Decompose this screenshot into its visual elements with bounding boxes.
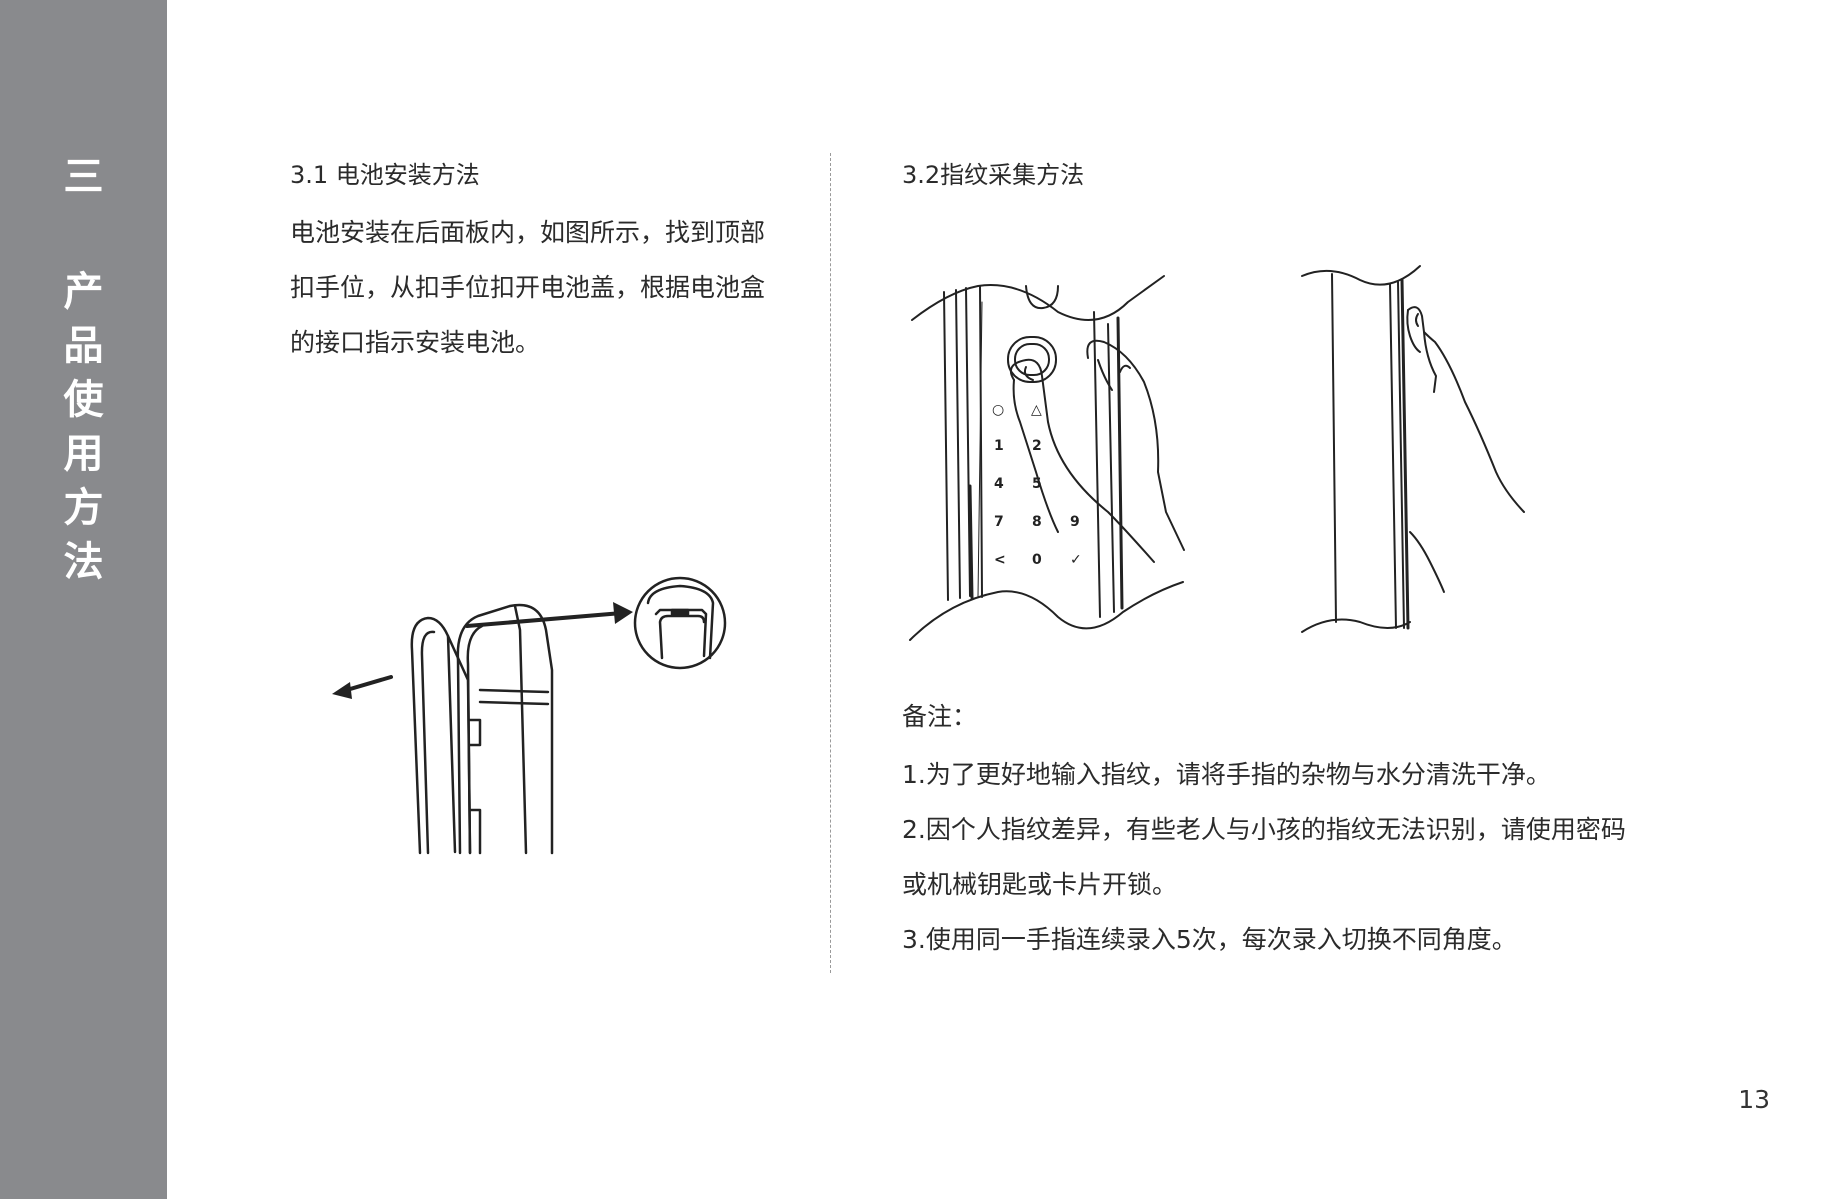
chapter-title-char: 产 xyxy=(63,269,104,315)
fingerprint-front-illustration: ○ △ 1 2 4 5 7 8 9 < 0 ✓ xyxy=(908,272,1198,652)
battery-instruction-line: 扣手位，从扣手位扣开电池盖，根据电池盒 xyxy=(290,273,766,302)
chapter-title-char: 法 xyxy=(63,539,104,585)
page-number: 13 xyxy=(1738,1085,1770,1114)
chapter-title: 产 品 使 用 方 法 xyxy=(0,265,167,589)
chapter-number: 三 xyxy=(63,154,104,200)
note-item: 3.使用同一手指连续录入5次，每次录入切换不同角度。 xyxy=(902,925,1517,954)
note-item: 2.因个人指纹差异，有些老人与小孩的指纹无法识别，请使用密码 xyxy=(902,815,1626,844)
section-heading-fingerprint: 3.2指纹采集方法 xyxy=(902,161,1085,189)
keypad-key: 1 xyxy=(994,438,1004,454)
keypad-key: 0 xyxy=(1032,552,1042,568)
column-divider xyxy=(830,153,831,973)
keypad-lock-icon: ○ xyxy=(992,402,1005,418)
keypad-bell-icon: △ xyxy=(1031,402,1042,418)
section-heading-battery: 3.1 电池安装方法 xyxy=(290,161,480,189)
keypad-key: 7 xyxy=(994,514,1004,530)
keypad-key: < xyxy=(994,552,1006,568)
note-item: 或机械钥匙或卡片开锁。 xyxy=(902,870,1178,899)
notes-list: 1.为了更好地输入指纹，请将手指的杂物与水分清洗干净。 2.因个人指纹差异，有些… xyxy=(902,747,1626,967)
chapter-title-char: 用 xyxy=(63,431,104,477)
battery-cover-illustration xyxy=(330,570,750,860)
chapter-title-char: 品 xyxy=(63,323,104,369)
battery-instruction-line: 电池安装在后面板内，如图所示，找到顶部 xyxy=(290,218,766,247)
keypad-key: ✓ xyxy=(1070,552,1082,568)
keypad-key: 2 xyxy=(1032,438,1042,454)
keypad-key: 4 xyxy=(994,476,1004,492)
keypad-key: 9 xyxy=(1070,514,1080,530)
fingerprint-side-illustration xyxy=(1300,262,1550,642)
battery-instructions: 电池安装在后面板内，如图所示，找到顶部 扣手位，从扣手位扣开电池盖，根据电池盒 … xyxy=(290,205,765,370)
chapter-title-char: 方 xyxy=(63,485,104,531)
note-item: 1.为了更好地输入指纹，请将手指的杂物与水分清洗干净。 xyxy=(902,760,1551,789)
keypad-key: 5 xyxy=(1032,476,1042,492)
notes-title: 备注： xyxy=(902,702,978,731)
keypad-key: 8 xyxy=(1032,514,1042,530)
battery-instruction-line: 的接口指示安装电池。 xyxy=(290,328,541,357)
chapter-sidebar: 三 产 品 使 用 方 法 xyxy=(0,0,167,1199)
chapter-title-char: 使 xyxy=(63,377,104,423)
